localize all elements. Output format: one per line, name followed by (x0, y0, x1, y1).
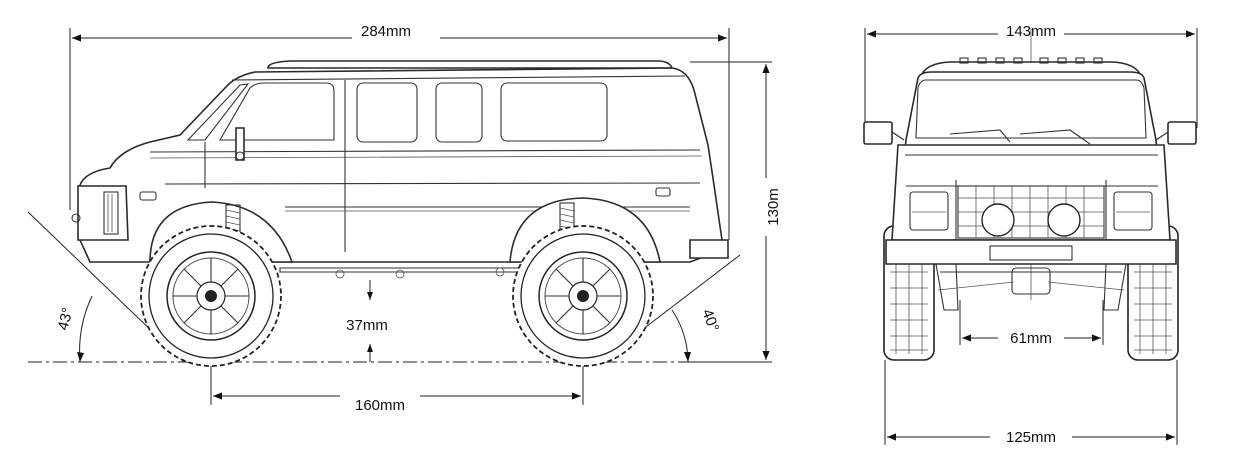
left-mirror (863, 121, 905, 145)
front-wheel (140, 225, 282, 367)
track-width-dimension: 125mm (887, 429, 1175, 446)
ground-clearance-dimension: 37mm (346, 280, 388, 362)
axle-clearance-width-label: 61mm (1010, 330, 1052, 347)
approach-angle-label: 43° (55, 306, 77, 332)
track-width-label: 125mm (1006, 429, 1056, 446)
wheelbase-dimension: 160mm (213, 392, 581, 414)
ground-clearance-label: 37mm (346, 317, 388, 334)
axle-clearance-width-dimension: 61mm (962, 330, 1101, 347)
side-view: 284mm 130m 160mm 37mm 43° (27, 23, 782, 414)
roof-lights (959, 57, 1103, 64)
overall-width-dimension: 143mm (867, 23, 1195, 40)
overall-height-label: 130m (765, 188, 782, 226)
overall-length-dimension: 284mm (72, 23, 727, 42)
van-front-illustration (863, 57, 1197, 361)
overall-height-dimension: 130m (762, 64, 782, 360)
wheelbase-label: 160mm (355, 397, 405, 414)
front-view: 143mm 61mm 125mm (863, 23, 1198, 446)
departure-angle-label: 40° (698, 307, 722, 334)
overall-length-label: 284mm (361, 23, 411, 40)
rear-wheel (512, 225, 654, 367)
right-mirror (1155, 121, 1197, 145)
overall-width-label: 143mm (1006, 23, 1056, 40)
